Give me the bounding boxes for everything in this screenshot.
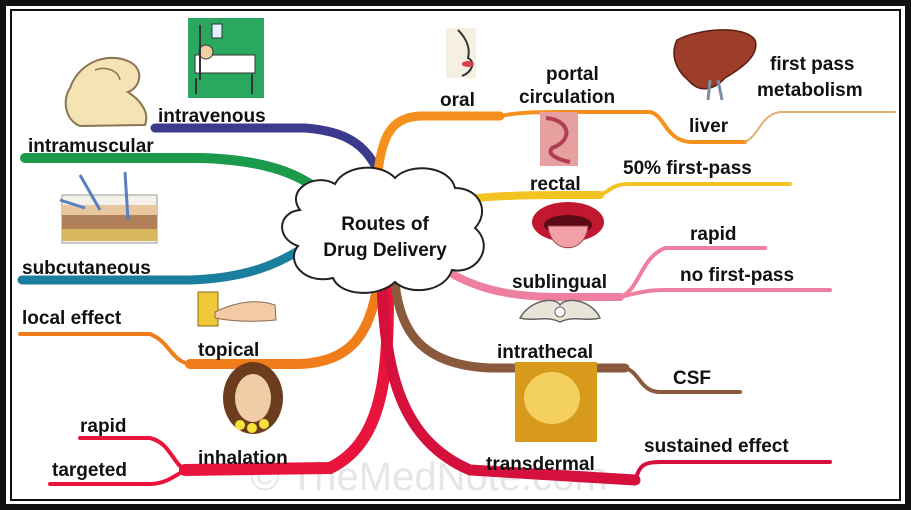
label-local-effect: local effect	[22, 308, 122, 329]
inner-frame	[10, 9, 901, 501]
label-intramuscular: intramuscular	[28, 136, 154, 157]
iv-patient-icon	[188, 18, 264, 98]
skin-patch-icon	[515, 362, 597, 442]
label-intrathecal: intrathecal	[497, 342, 593, 363]
label-liver: liver	[689, 116, 729, 137]
center-title-line1: Routes of	[341, 214, 429, 235]
hand-cream-icon	[197, 291, 277, 327]
label-rectal: rectal	[530, 174, 581, 195]
arm-icon	[64, 56, 148, 128]
label-sublingual-rapid: rapid	[690, 224, 736, 245]
center-title-line2: Drug Delivery	[323, 240, 447, 261]
branch-inhalation-targeted	[48, 468, 187, 486]
label-sublingual: sublingual	[512, 272, 607, 293]
label-first-pass-line2: metabolism	[757, 80, 863, 101]
liver-icon	[673, 29, 757, 101]
branch-sustained-effect	[633, 460, 832, 482]
branch-liver	[648, 110, 747, 144]
label-intravenous: intravenous	[158, 106, 266, 127]
branch-intrathecal	[390, 278, 630, 373]
girl-inhaling-icon	[223, 362, 283, 434]
skin-layers-icon	[59, 171, 158, 244]
branch-local-effect	[18, 332, 192, 366]
label-inhalation-rapid: rapid	[80, 416, 126, 437]
label-inhalation-targeted: targeted	[52, 460, 127, 481]
branch-csf	[623, 366, 742, 394]
mouth-tongue-icon	[532, 202, 604, 249]
label-sustained-effect: sustained effect	[644, 436, 789, 457]
branch-rectal-first-pass	[598, 182, 792, 197]
central-cloud: Routes of Drug Delivery	[281, 166, 485, 294]
label-sublingual-no-first-pass: no first-pass	[680, 265, 794, 286]
label-portal-line1: portal	[546, 64, 599, 85]
vertebra-icon	[518, 299, 602, 323]
label-rectal-first-pass: 50% first-pass	[623, 158, 752, 179]
branch-sublingual-no-first-pass	[618, 288, 832, 299]
branch-topical	[185, 278, 383, 369]
branch-subcutaneous	[17, 245, 305, 285]
label-subcutaneous: subcutaneous	[22, 258, 151, 279]
label-oral: oral	[440, 90, 475, 111]
label-csf: CSF	[673, 368, 711, 389]
rectum-icon	[540, 112, 578, 166]
label-first-pass-line1: first pass	[770, 54, 854, 75]
face-mouth-icon	[446, 28, 476, 78]
label-topical: topical	[198, 340, 259, 361]
branch-sublingual	[441, 266, 624, 301]
label-inhalation: inhalation	[198, 448, 288, 469]
branch-inhalation-rapid	[78, 436, 187, 472]
label-transdermal: transdermal	[486, 454, 595, 475]
branch-transdermal	[376, 277, 641, 486]
label-portal-line2: circulation	[519, 87, 615, 108]
branch-first-pass-metabolism	[744, 111, 896, 143]
